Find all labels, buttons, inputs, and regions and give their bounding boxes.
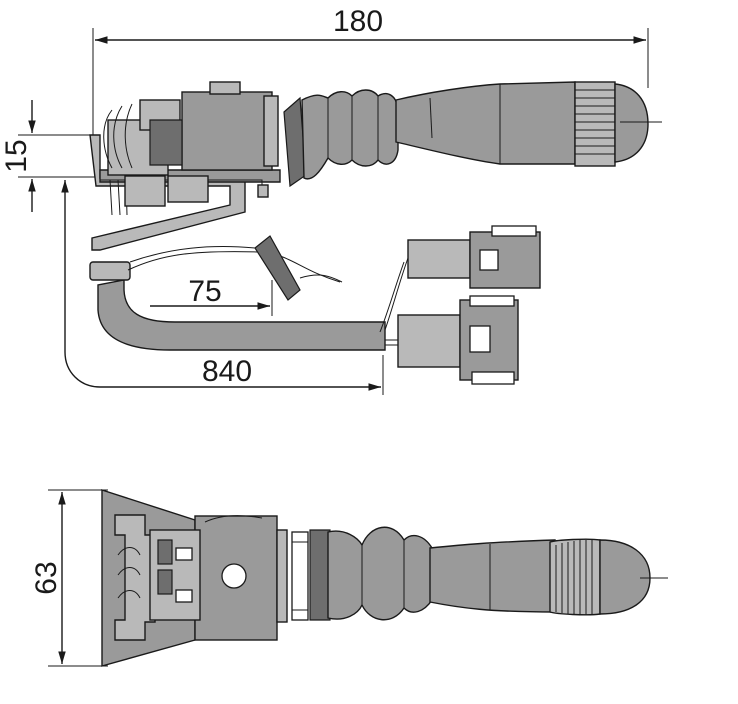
cable-harness <box>89 235 409 351</box>
small-connector <box>254 235 301 301</box>
dimension-label-840: 840 <box>202 355 252 388</box>
dimension-63: 63 <box>30 489 108 667</box>
collar <box>291 529 331 621</box>
switch-housing <box>149 515 288 641</box>
dimension-label-180: 180 <box>333 5 383 38</box>
switch-body <box>103 81 279 216</box>
connector-lower <box>397 295 519 385</box>
dimension-840: 840 <box>61 180 384 395</box>
dimension-label-75: 75 <box>188 275 221 308</box>
connector-upper <box>407 225 541 289</box>
boot <box>283 89 399 188</box>
side-view: 180 15 <box>0 5 662 395</box>
bellows <box>327 526 433 621</box>
dimension-15: 15 <box>0 100 100 212</box>
knob <box>549 538 668 616</box>
dimension-label-63: 63 <box>30 561 63 594</box>
dimension-75: 75 <box>150 275 273 316</box>
lever <box>429 539 556 613</box>
knurled-knob <box>574 81 662 167</box>
top-view: 63 <box>30 489 668 667</box>
lever-arm <box>395 81 576 165</box>
dimension-label-15: 15 <box>0 139 33 172</box>
dimension-180: 180 <box>92 5 649 135</box>
